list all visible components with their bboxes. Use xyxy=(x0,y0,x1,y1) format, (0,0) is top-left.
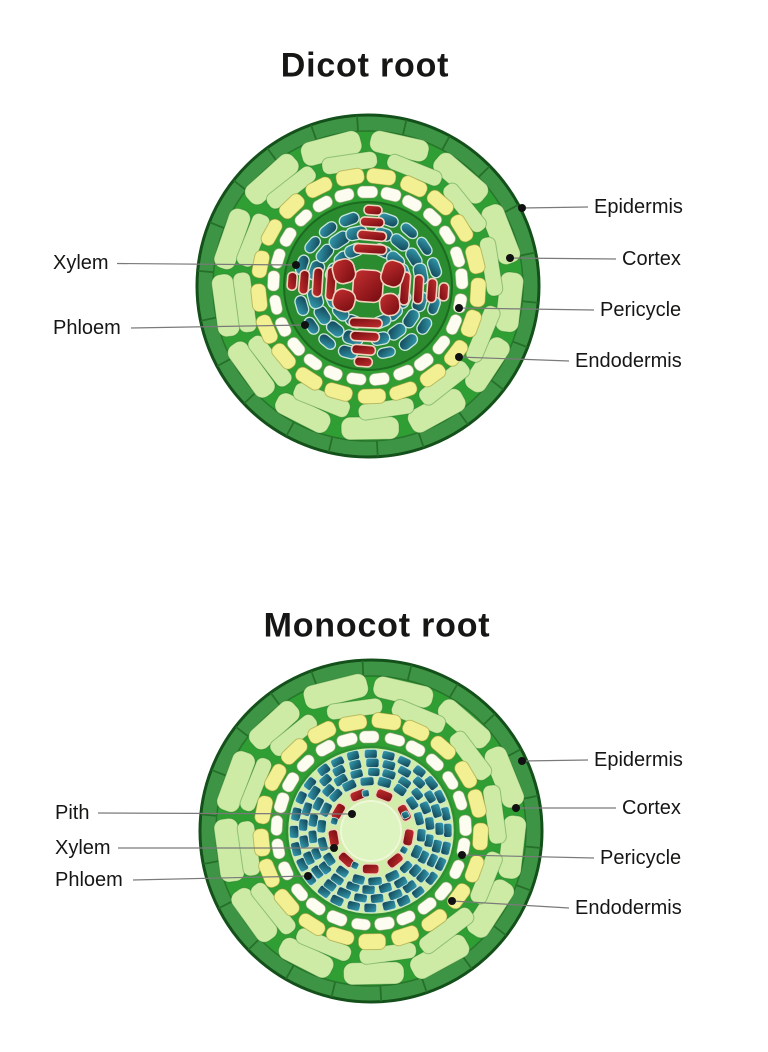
label-leader-lines xyxy=(97,204,617,909)
label-monocot-epidermis: Epidermis xyxy=(594,749,683,771)
leader-monocot-xylem xyxy=(118,844,338,852)
pericycle-layer xyxy=(266,185,469,387)
label-dicot-epidermis: Epidermis xyxy=(594,196,683,218)
label-dicot-pericycle: Pericycle xyxy=(600,299,682,321)
leader-monocot-epidermis xyxy=(518,757,589,765)
stele xyxy=(285,745,457,917)
label-dicot-phloem: Phloem xyxy=(53,317,121,339)
cortex-layer xyxy=(211,130,525,441)
label-dicot-endodermis: Endodermis xyxy=(575,350,682,372)
leader-dicot-endodermis xyxy=(455,353,570,362)
leader-monocot-endodermis xyxy=(448,897,570,909)
dicot-title: Dicot root xyxy=(280,46,450,85)
vascular-brick-rings xyxy=(288,748,453,914)
label-monocot-pith: Pith xyxy=(55,802,90,824)
leader-dicot-phloem xyxy=(130,321,309,329)
endodermis-layer xyxy=(252,712,489,951)
leader-monocot-pericycle xyxy=(458,851,595,859)
leader-monocot-pith xyxy=(97,810,356,818)
leader-dicot-xylem xyxy=(116,261,300,269)
dicot-cross-section xyxy=(195,113,541,459)
label-dicot-xylem: Xylem xyxy=(53,252,109,274)
xylem-cross xyxy=(286,204,450,368)
monocot-title: Monocot root xyxy=(263,606,491,645)
label-monocot-pericycle: Pericycle xyxy=(600,847,682,869)
label-monocot-endodermis: Endodermis xyxy=(575,897,682,919)
label-dicot-cortex: Cortex xyxy=(622,248,681,270)
leader-dicot-cortex xyxy=(506,254,617,262)
monocot-cross-section xyxy=(198,658,544,1004)
leader-dicot-pericycle xyxy=(455,304,595,312)
label-monocot-xylem: Xylem xyxy=(55,837,111,859)
label-monocot-cortex: Cortex xyxy=(622,797,681,819)
leader-monocot-cortex xyxy=(512,804,616,812)
leader-dicot-epidermis xyxy=(518,204,589,212)
leader-monocot-phloem xyxy=(132,872,312,881)
stele xyxy=(283,201,453,371)
endodermis-layer xyxy=(250,167,487,405)
pith-circle xyxy=(340,800,402,862)
label-monocot-phloem: Phloem xyxy=(55,869,123,891)
